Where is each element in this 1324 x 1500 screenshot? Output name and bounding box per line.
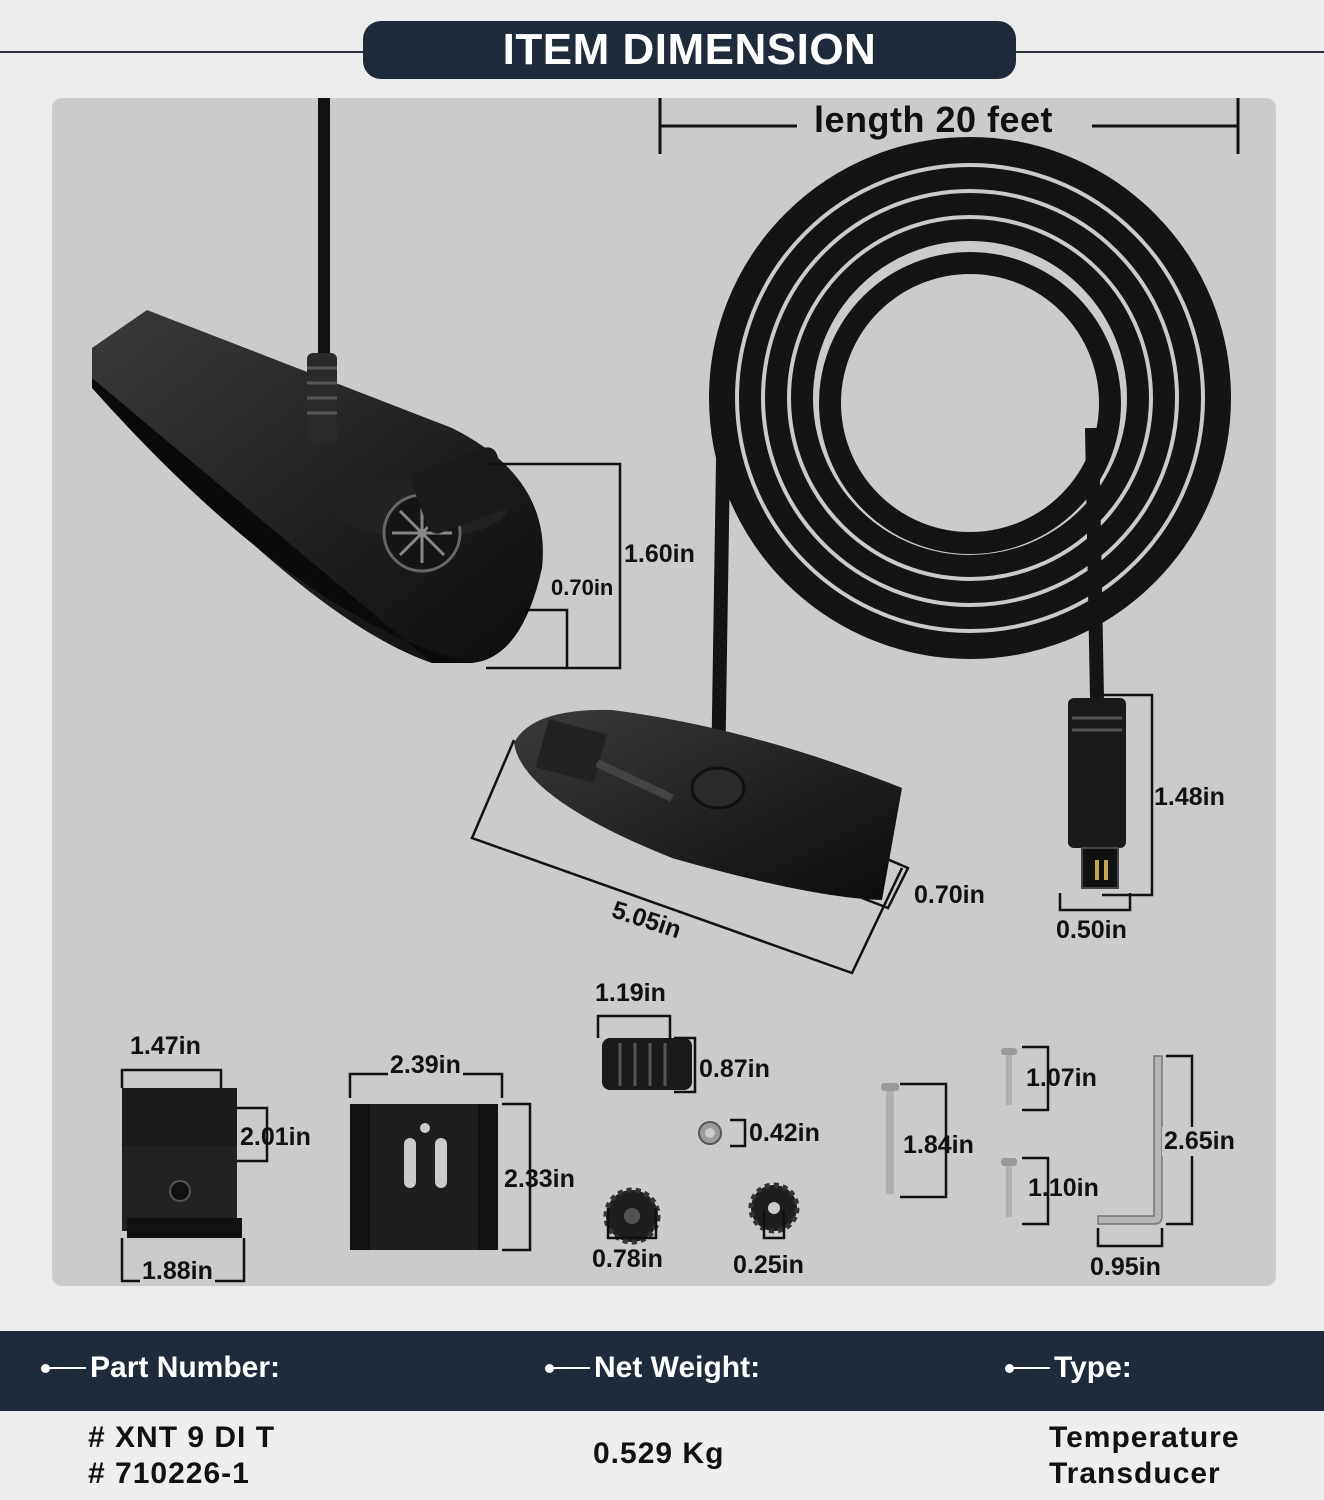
short-screw-2-label: 1.10in <box>1028 1174 1099 1202</box>
bullet-line-icon <box>50 1367 86 1369</box>
clamp-dimension-lines <box>596 1014 697 1094</box>
bullet-line-icon <box>1014 1367 1050 1369</box>
bracket-width-bottom-label: 1.88in <box>140 1257 215 1286</box>
gear-small-label: 0.25in <box>733 1251 804 1279</box>
bullet-icon <box>41 1363 50 1373</box>
transducer-base-image <box>514 709 902 900</box>
type-value-1: Temperature <box>1049 1421 1240 1454</box>
cable-coil-image <box>709 137 1231 779</box>
type-heading: Type: <box>1005 1351 1132 1385</box>
part-number-heading: Part Number: <box>41 1351 280 1385</box>
product-panel: length 20 feet 1.60in 0.70in 5.05in 0.70… <box>52 98 1276 1286</box>
hex-key-width-label: 0.95in <box>1090 1253 1161 1281</box>
plate-width-label: 2.39in <box>388 1051 463 1080</box>
product-illustration <box>92 98 1240 1283</box>
clamp-width-label: 1.19in <box>595 979 666 1007</box>
base-thickness-label: 0.70in <box>914 881 985 909</box>
net-weight-label: Net Weight: <box>594 1351 761 1384</box>
clamp-image <box>602 1038 692 1090</box>
bracket-height-label: 2.01in <box>240 1123 311 1151</box>
transducer-clip-image <box>92 98 543 663</box>
spec-values: # XNT 9 DI T # 710226-1 0.529 Kg Tempera… <box>0 1411 1324 1500</box>
hex-key-image <box>1097 1055 1163 1225</box>
plate-height-label: 2.33in <box>504 1165 575 1193</box>
part-number-value-2: # 710226-1 <box>88 1457 250 1490</box>
short-screw-1-label: 1.07in <box>1026 1064 1097 1092</box>
gear-large-label: 0.78in <box>592 1245 663 1273</box>
clip-width-label: 0.70in <box>551 575 614 600</box>
clip-height-label: 1.60in <box>624 540 695 568</box>
gear-dimension-lines <box>606 1208 786 1240</box>
page-title: ITEM DIMENSION <box>363 21 1016 79</box>
clamp-height-label: 0.87in <box>699 1055 770 1083</box>
connector-height-label: 1.48in <box>1154 783 1225 811</box>
net-weight-heading: Net Weight: <box>545 1351 760 1385</box>
base-dimension-lines <box>470 739 910 975</box>
long-screw-label: 1.84in <box>903 1131 974 1159</box>
bullet-line-icon <box>554 1367 590 1369</box>
spec-header-bar: Part Number: Net Weight: Type: <box>0 1331 1324 1411</box>
screw-image <box>881 1048 1017 1217</box>
mount-plate-image <box>350 1104 498 1250</box>
bracket-width-top-label: 1.47in <box>130 1032 201 1060</box>
bullet-icon <box>545 1363 554 1373</box>
connector-dimension-lines <box>1058 693 1154 912</box>
gear-image <box>603 1182 800 1245</box>
header-rule-right <box>1016 51 1324 53</box>
type-label: Type: <box>1054 1351 1132 1384</box>
clip-dimension-lines <box>486 462 622 670</box>
nut-label: 0.42in <box>749 1119 820 1147</box>
part-number-label: Part Number: <box>90 1351 281 1384</box>
net-weight-value: 0.529 Kg <box>593 1437 725 1470</box>
type-value-2: Transducer <box>1049 1457 1221 1490</box>
connector-image <box>1068 698 1126 889</box>
nut-dimension-line <box>730 1118 747 1148</box>
bullet-icon <box>1005 1363 1014 1373</box>
nut-image <box>698 1121 722 1145</box>
length-dimension-line <box>658 98 1240 154</box>
length-label: length 20 feet <box>814 99 1054 140</box>
part-number-value-1: # XNT 9 DI T <box>88 1421 276 1454</box>
connector-width-label: 0.50in <box>1056 916 1127 944</box>
hex-key-height-label: 2.65in <box>1162 1127 1237 1156</box>
screw-dimension-lines <box>900 1045 1050 1226</box>
header-rule-left <box>0 51 363 53</box>
bracket-image <box>122 1088 242 1238</box>
